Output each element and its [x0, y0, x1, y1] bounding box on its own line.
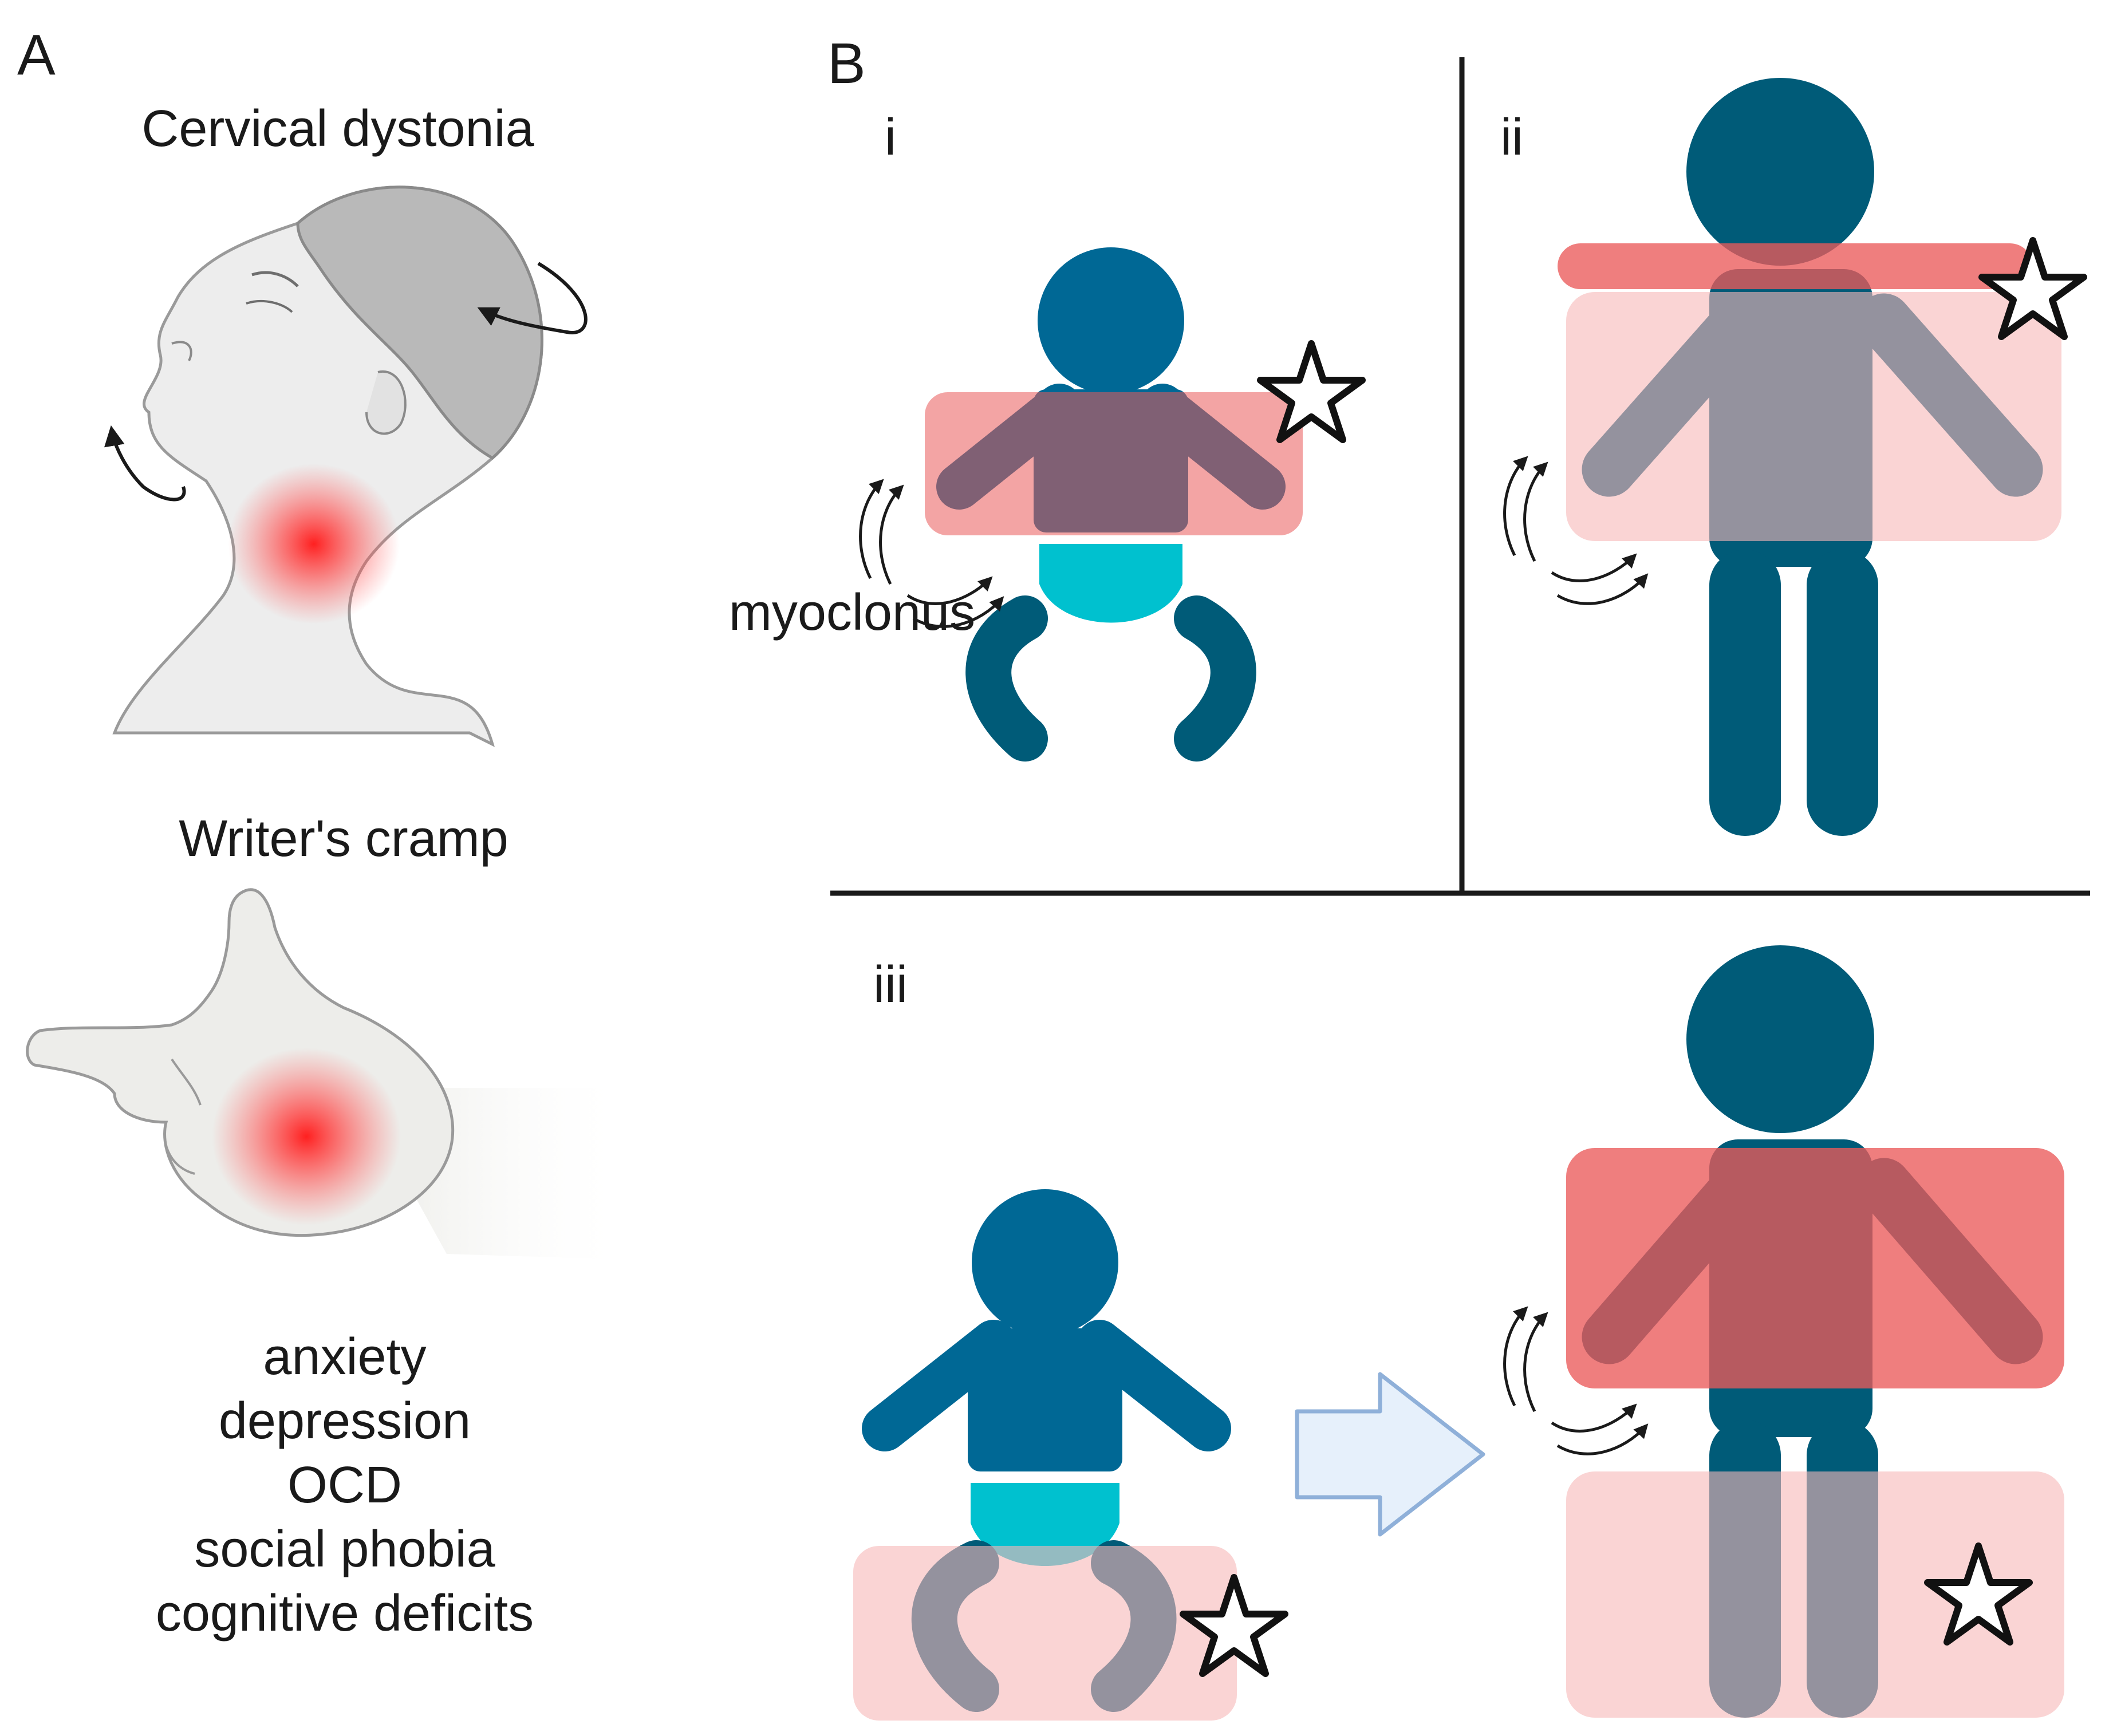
panel-b-letter: B	[827, 31, 866, 96]
myoclonus-label: myoclonus	[729, 584, 975, 641]
comorbidity-ocd: OCD	[287, 1457, 402, 1514]
comorbidity-social-phobia: social phobia	[194, 1521, 495, 1578]
comorbidity-cognitive-deficits: cognitive deficits	[156, 1585, 534, 1642]
sub-panel-ii-label: ii	[1500, 109, 1523, 166]
comorbidity-anxiety: anxiety	[263, 1328, 426, 1386]
highlight-legs-iii-adult	[1566, 1471, 2064, 1718]
sub-panel-iii-label: iii	[873, 956, 908, 1013]
writers-cramp-title: Writer's cramp	[179, 810, 508, 867]
head-arrow-icon	[477, 262, 588, 334]
star-icon	[1180, 1574, 1288, 1677]
star-icon	[1924, 1542, 2033, 1646]
highlight-upper-body-iii	[1566, 1148, 2064, 1388]
panel-a-letter: A	[17, 23, 56, 87]
hand-pain-glow	[212, 1048, 401, 1225]
transition-arrow-icon	[1295, 1372, 1485, 1537]
neck-pain-glow	[228, 464, 400, 624]
cervical-dystonia-title: Cervical dystonia	[141, 100, 534, 157]
star-icon	[1257, 340, 1366, 443]
sub-panel-i-label: i	[885, 109, 896, 166]
comorbidity-depression: depression	[219, 1392, 471, 1450]
highlight-neck-band-ii	[1558, 243, 2033, 289]
highlight-upper-body-i	[925, 392, 1303, 535]
star-icon	[1978, 237, 2087, 340]
highlight-body-ii	[1566, 292, 2061, 541]
highlight-legs-iii-baby	[853, 1546, 1237, 1721]
chin-arrow-icon	[104, 425, 186, 502]
